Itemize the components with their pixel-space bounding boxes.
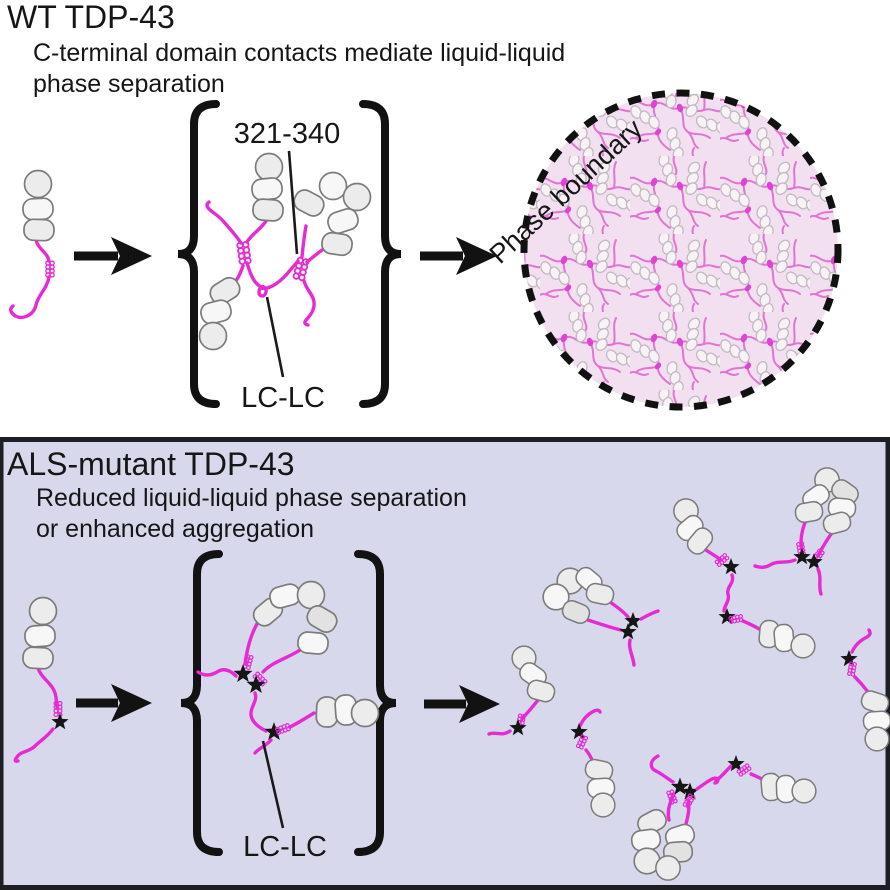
mutant-oligomer-cluster: LC-LC: [180, 550, 397, 863]
wt-oligomer-cluster: 321-340 LC-LC: [177, 100, 402, 414]
mutant-panel: [0, 437, 890, 890]
dispersed-protein-trio-bottom-center: [629, 754, 817, 881]
contact-321-340-label: 321-340: [234, 118, 340, 150]
wt-lc-lc-label: LC-LC: [241, 382, 325, 414]
wt-arrow-1-icon: [74, 237, 152, 275]
mutant-arrow-2-icon: [424, 685, 500, 723]
dispersed-protein-right-edge: [840, 628, 890, 752]
wt-monomer-protein: [9, 169, 56, 320]
wt-arrow-2-icon: [420, 237, 497, 275]
mutant-lc-lc-pointer-line: [261, 740, 285, 829]
wt-right-brace: [359, 100, 402, 408]
mutant-monomer-protein: [13, 596, 69, 763]
dispersed-protein-left-single: [487, 645, 558, 736]
mutant-panel-title: ALS-mutant TDP-43: [7, 446, 295, 482]
phase-boundary-dashed-circle: [520, 89, 842, 411]
mutant-left-brace: [180, 550, 223, 856]
dispersed-protein-pair-top-middle: [672, 498, 816, 659]
mutant-subtitle-line1: Reduced liquid-liquid phase separation: [36, 484, 467, 512]
mutant-right-brace: [354, 550, 397, 856]
dispersed-protein-aggregate-mid-left: [542, 563, 660, 667]
wt-subtitle-line2: phase separation: [33, 70, 225, 98]
mutant-subtitle-line2: or enhanced aggregation: [36, 515, 314, 543]
dispersed-protein-pair-top-right: [753, 467, 863, 596]
mutant-lc-lc-label: LC-LC: [243, 831, 327, 863]
wt-panel-title: WT TDP-43: [7, 0, 175, 35]
wt-lc-lc-pointer-line: [265, 296, 285, 378]
contact-321-340-pointer-line: [287, 150, 299, 255]
wt-subtitle-line1: C-terminal domain contacts mediate liqui…: [33, 39, 565, 67]
wt-left-brace: [177, 100, 220, 408]
dispersed-protein-center-single: [570, 708, 616, 818]
mutant-arrow-1-icon: [76, 684, 152, 722]
